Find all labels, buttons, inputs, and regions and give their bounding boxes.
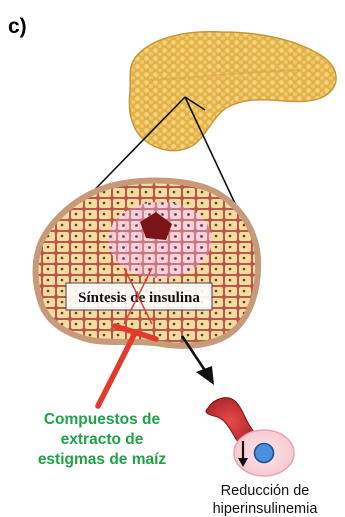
compounds-label: Compuestos de extracto de estigmas de ma… [38,411,167,468]
result-line-1: Reducción de [221,483,310,499]
islet-of-langerhans [108,202,212,278]
compounds-line-1: Compuestos de [44,411,161,428]
effect-arrowhead [196,366,214,385]
result-line-2: hiperinsulinemia [213,501,319,517]
insulin-cell-icon [255,444,274,463]
result-illustration [206,398,294,476]
pancreas-illustration [129,32,336,151]
result-label: Reducción de hiperinsulinemia [213,483,319,517]
tissue-section [36,181,259,346]
panel-label: c) [8,15,27,38]
pancreas-body [129,32,336,151]
compounds-line-3: estigmas de maíz [38,451,167,468]
compounds-line-2: extracto de [61,431,144,448]
